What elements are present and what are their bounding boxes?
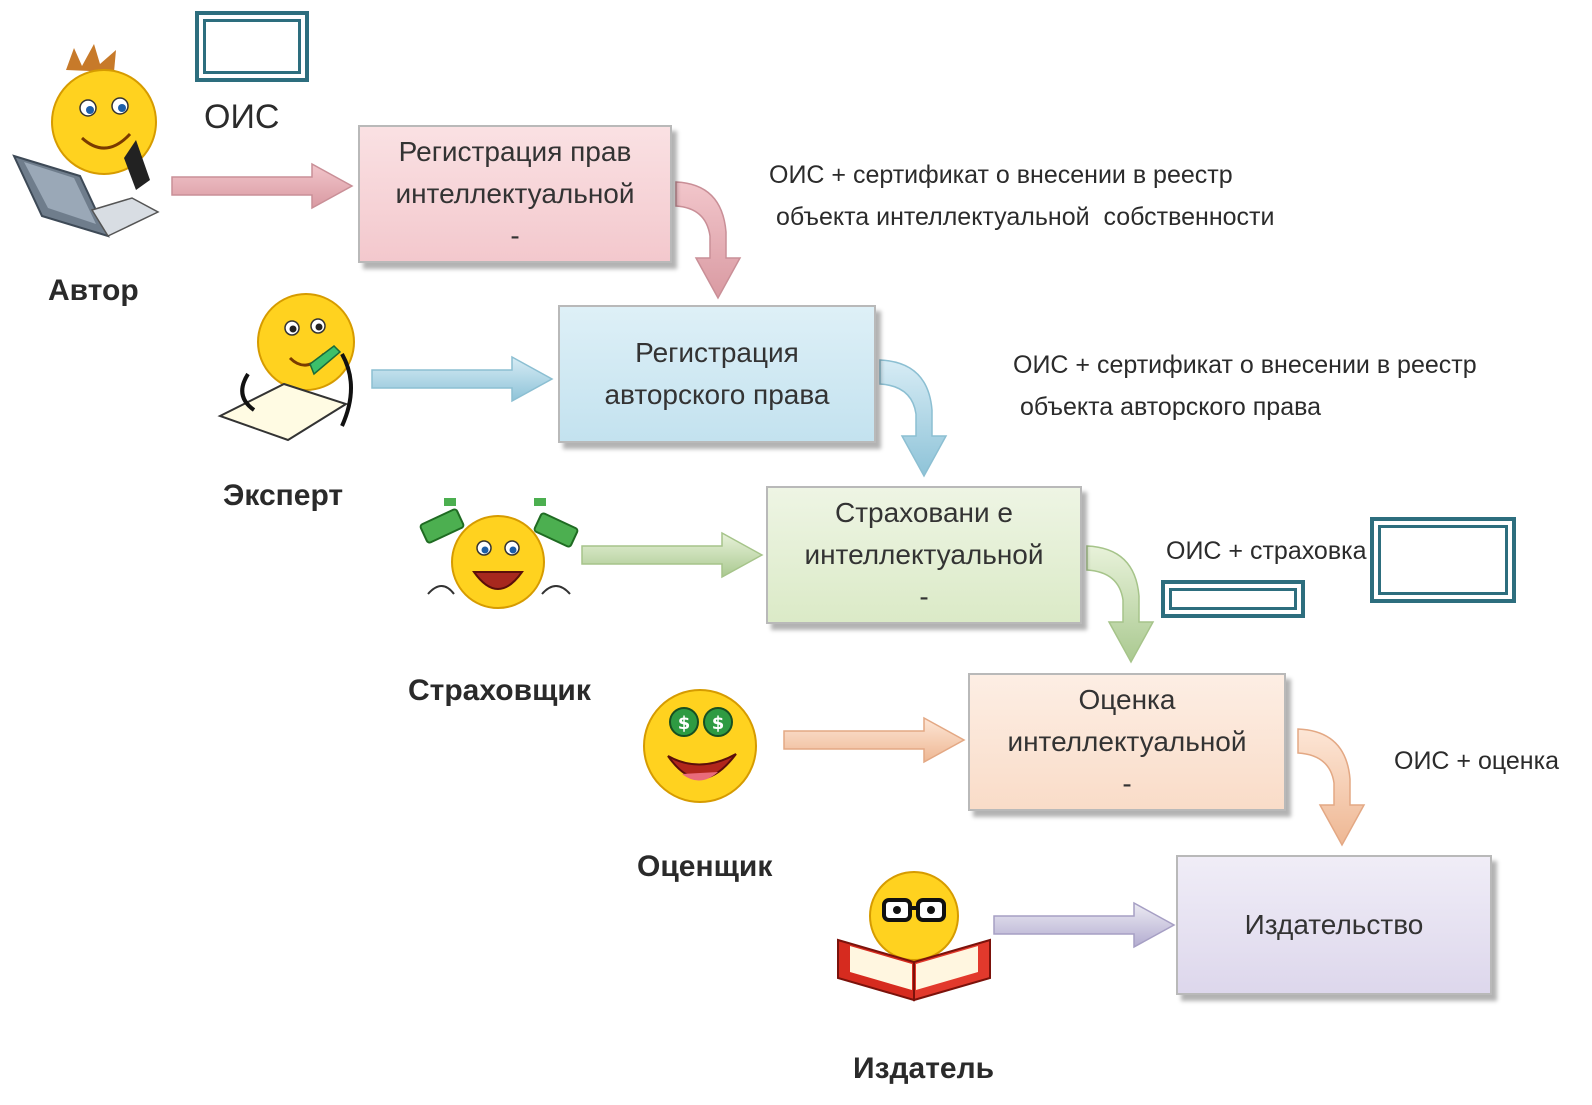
step-ip-rights-registration: Регистрация прав интеллектуальной -	[358, 125, 672, 263]
blank-field-top	[195, 11, 309, 82]
appraiser-smiley-icon: $ $	[643, 689, 757, 803]
arrow-author-to-step1	[171, 162, 354, 210]
step-ip-insurance-label: Страховани е интеллектуальной -	[804, 497, 1044, 612]
bent-arrow-step1-to-step2	[675, 181, 742, 300]
step-publishing-house: Издательство	[1176, 855, 1492, 995]
step-ip-rights-registration-label: Регистрация прав интеллектуальной -	[395, 136, 635, 251]
note-after-step2: ОИС + сертификат о внесении в реестр объ…	[1013, 351, 1477, 421]
arrow-appraiser-to-step4	[783, 716, 966, 764]
blank-field-insurance-below	[1161, 580, 1305, 618]
bent-arrow-step3-to-step4	[1086, 545, 1155, 664]
role-author: Автор	[48, 274, 139, 307]
step-publishing-house-label: Издательство	[1244, 909, 1424, 940]
step-ip-insurance: Страховани е интеллектуальной -	[766, 486, 1082, 624]
bent-arrow-step2-to-step3	[879, 359, 948, 478]
role-insurer: Страховщик	[408, 674, 591, 707]
note-input-ois: ОИС	[204, 98, 280, 136]
step-copyright-registration-label: Регистрация авторского права	[604, 337, 830, 410]
author-smiley-icon	[12, 44, 160, 238]
arrow-publisher-to-step5	[993, 901, 1176, 949]
step-ip-valuation-label: Оценка интеллектуальной -	[1007, 684, 1247, 799]
role-publisher: Издатель	[853, 1052, 995, 1085]
step-ip-valuation: Оценка интеллектуальной -	[968, 673, 1286, 811]
blank-field-insurance-right	[1370, 517, 1516, 603]
step-copyright-registration: Регистрация авторского права	[558, 305, 876, 443]
expert-smiley-icon	[217, 293, 355, 442]
role-expert: Эксперт	[223, 479, 344, 512]
svg-text:$: $	[712, 713, 725, 734]
publisher-smiley-icon	[837, 871, 991, 1002]
arrow-expert-to-step2	[371, 355, 554, 403]
insurer-smiley-icon	[419, 498, 579, 609]
role-appraiser: Оценщик	[637, 850, 773, 883]
note-after-step4: ОИС + оценка	[1394, 747, 1560, 775]
arrow-insurer-to-step3	[581, 531, 764, 579]
note-after-step1: ОИС + сертификат о внесении в реестр объ…	[769, 161, 1275, 231]
bent-arrow-step4-to-step5	[1297, 728, 1366, 847]
svg-text:$: $	[678, 713, 691, 734]
note-after-step3: ОИС + страховка	[1166, 537, 1367, 565]
